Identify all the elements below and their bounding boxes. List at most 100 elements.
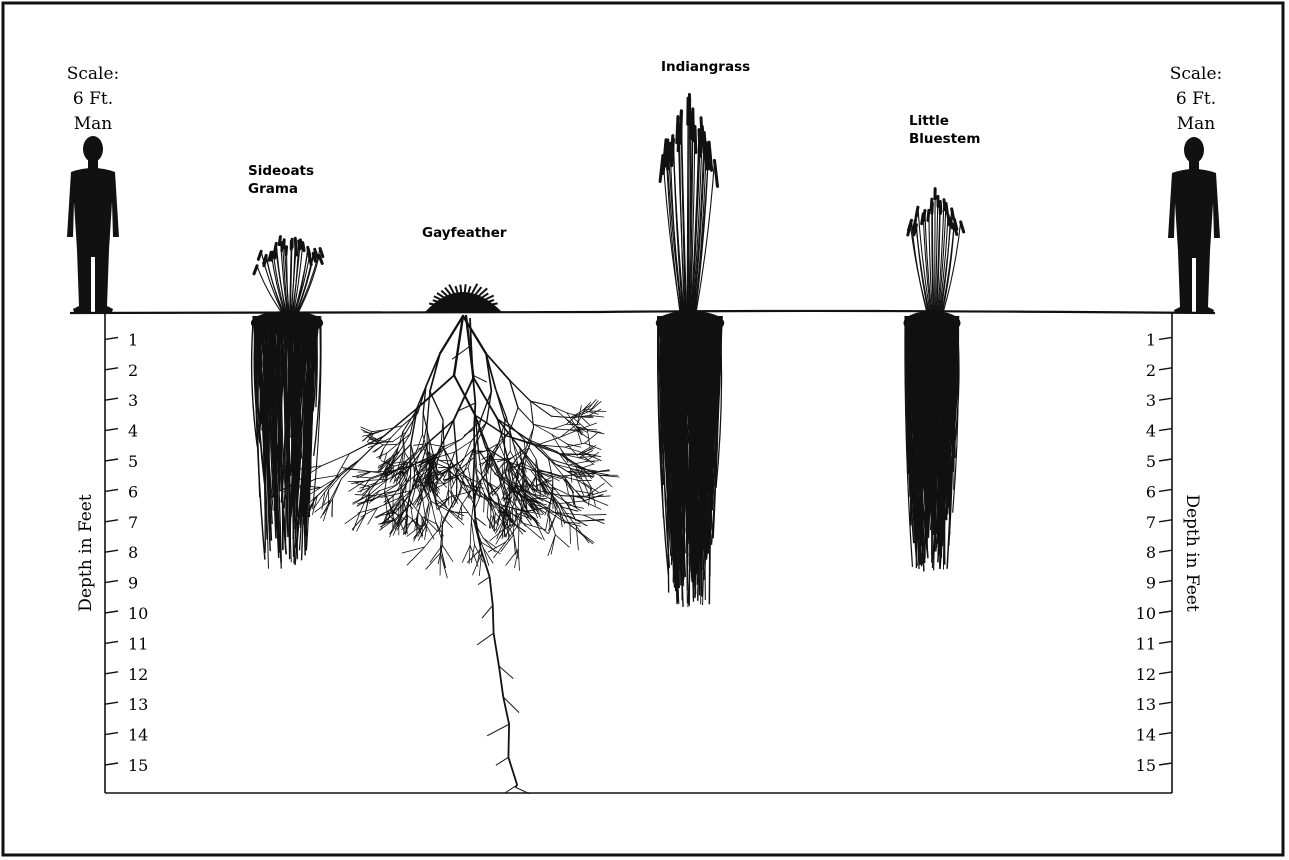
sideoats-blade-seedhead <box>299 241 300 249</box>
gayfeather-root-segment <box>551 406 567 413</box>
sideoats-blade-seedhead <box>258 251 261 259</box>
sideoats-blade-seedhead <box>275 250 276 258</box>
gayfeather-taproot <box>490 577 493 606</box>
gayfeather-root-segment <box>454 420 457 461</box>
little-bluestem-illustration <box>904 189 964 572</box>
gayfeather-root-segment <box>561 424 578 437</box>
indiangrass-blade-seedhead <box>715 160 718 186</box>
gayfeather-taproot <box>508 757 517 785</box>
gayfeather-root-segment <box>400 502 401 516</box>
depth-tick-label: 14 <box>128 726 148 745</box>
depth-tick-label: 2 <box>1146 361 1156 380</box>
depth-tick-label: 2 <box>128 361 138 380</box>
depth-tick <box>105 337 118 339</box>
gayfeather-root-segment <box>400 484 401 502</box>
left-man-silhouette <box>67 136 119 312</box>
depth-tick <box>105 520 118 522</box>
sideoats-blade-seedhead <box>286 247 287 255</box>
bluestem-blade <box>941 219 954 313</box>
sideoats-blade-seedhead <box>295 238 296 246</box>
left-axis-label: Depth in Feet <box>76 494 96 612</box>
indiangrass-blade-seedhead <box>691 113 692 139</box>
depth-tick <box>1159 763 1172 765</box>
gayfeather-root-segment <box>349 436 384 454</box>
gayfeather-root-segment <box>470 521 471 546</box>
depth-tick-label: 8 <box>128 543 138 562</box>
indiangrass-shoots <box>660 95 717 313</box>
indiangrass-label: Indiangrass <box>661 59 750 75</box>
indiangrass-blade-seedhead <box>671 136 673 162</box>
sideoats-blade-seedhead <box>308 247 310 255</box>
gayfeather-root-segment <box>471 521 474 545</box>
gayfeather-root-segment <box>458 506 462 519</box>
depth-tick <box>105 702 118 704</box>
depth-tick-label: 1 <box>128 330 138 349</box>
indiangrass-blade-seedhead <box>677 117 678 143</box>
gayfeather-root-segment <box>387 444 398 453</box>
gayfeather-rootlet <box>477 633 494 645</box>
depth-tick <box>1159 398 1172 400</box>
gayfeather-root-segment <box>483 538 496 548</box>
depth-tick-label: 14 <box>1136 726 1156 745</box>
depth-tick-label: 12 <box>1136 665 1156 684</box>
sideoats-blade-seedhead <box>279 237 280 245</box>
bluestem-blade-seedhead <box>913 220 915 230</box>
depth-tick-label: 6 <box>1146 482 1156 501</box>
gayfeather-taproot <box>499 666 503 697</box>
depth-tick <box>105 581 118 583</box>
depth-tick-label: 10 <box>1136 604 1156 623</box>
gayfeather-rootlet <box>487 724 509 736</box>
depth-tick-label: 3 <box>128 391 138 410</box>
little-bluestem-shoots <box>908 189 964 313</box>
gayfeather-rootlet <box>452 345 471 359</box>
sideoats-blade-seedhead <box>254 266 257 274</box>
gayfeather-root-segment <box>382 485 397 494</box>
right-man-silhouette <box>1168 137 1220 313</box>
depth-tick-label: 13 <box>1136 695 1156 714</box>
depth-tick <box>1159 733 1172 735</box>
bluestem-blade-seedhead <box>928 210 929 220</box>
gayfeather-root-segment <box>510 408 518 431</box>
gayfeather-root-segment <box>583 501 601 509</box>
depth-tick-label: 5 <box>128 452 138 471</box>
gayfeather-root-segment <box>440 553 447 578</box>
gayfeather-root-segment <box>422 497 426 519</box>
depth-tick <box>105 459 118 461</box>
left-scale-caption: Scale: 6 Ft. Man <box>67 64 120 134</box>
gayfeather-root-segment <box>534 424 553 428</box>
gayfeather-root-segment <box>526 460 537 475</box>
gayfeather-root-segment <box>334 454 349 480</box>
gayfeather-rootlet <box>482 605 493 618</box>
depth-tick <box>1159 611 1172 613</box>
bluestem-blade-seedhead <box>946 203 947 213</box>
gayfeather-root-segment <box>457 496 473 519</box>
depth-tick-label: 3 <box>1146 391 1156 410</box>
depth-tick <box>105 489 118 491</box>
depth-tick <box>1159 550 1172 552</box>
gayfeather-root-segment <box>583 515 606 516</box>
bluestem-blade <box>935 189 936 313</box>
gayfeather-root-segment <box>454 378 474 421</box>
depth-tick <box>105 398 118 400</box>
gayfeather-root-segment <box>322 454 350 466</box>
sideoats-grama-illustration <box>251 237 323 569</box>
gayfeather-root-segment <box>518 549 519 570</box>
depth-tick <box>1159 520 1172 522</box>
right-scale-line3: Man <box>1177 114 1216 134</box>
gayfeather-root-segment <box>361 429 371 433</box>
gayfeather-root-segment <box>555 535 569 547</box>
depth-tick <box>1159 337 1172 339</box>
right-axis-label: Depth in Feet <box>1182 494 1202 612</box>
gayfeather-root-segment <box>353 476 371 477</box>
gayfeather-rosette <box>425 284 502 312</box>
gayfeather-root-segment <box>426 519 438 531</box>
depth-tick <box>105 641 118 643</box>
left-scale-line2: 6 Ft. <box>73 89 113 109</box>
gayfeather-taproot <box>475 517 481 549</box>
gayfeather-root-segment <box>332 479 341 499</box>
gayfeather-root-segment <box>585 433 597 443</box>
gayfeather-root-segment <box>329 475 341 490</box>
left-depth-ticks: 123456789101112131415 <box>105 330 148 775</box>
